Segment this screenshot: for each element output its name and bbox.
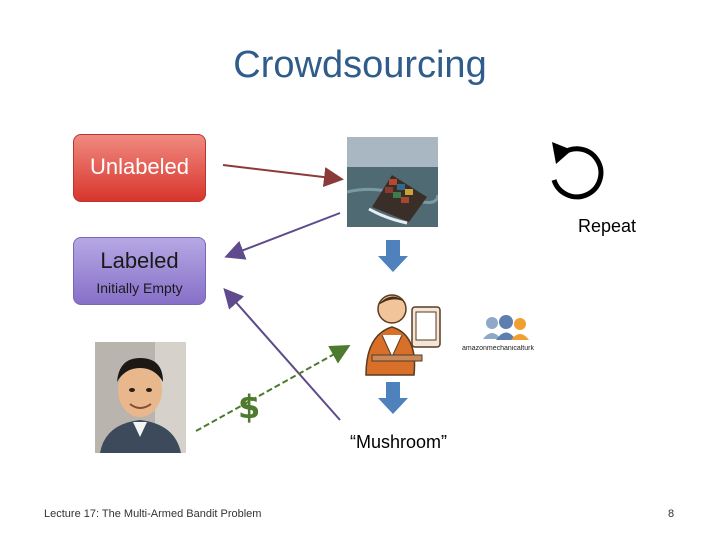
unlabeled-label: Unlabeled: [89, 154, 190, 179]
mturk-logo-text: amazonmechanicalturk: [462, 345, 534, 352]
down-arrow-icon: [378, 382, 408, 414]
labeled-label: Labeled: [100, 248, 179, 273]
arrow-answer-to-labeled: [223, 288, 341, 421]
repeat-label: Repeat: [578, 216, 637, 236]
slide-title: Crowdsourcing: [233, 44, 487, 86]
page-number: 8: [668, 508, 675, 520]
labeled-sublabel: Initially Empty: [96, 280, 183, 296]
arrow-person-to-worker: [195, 345, 351, 432]
worker-clipart: [352, 287, 444, 377]
labeled-box: Labeled Initially Empty: [73, 237, 206, 305]
answer-label: “Mushroom”: [350, 432, 448, 452]
repeat-icon: [542, 136, 612, 206]
person-photo: [95, 342, 186, 453]
down-arrow-icon: [378, 240, 408, 272]
ship-photo: [346, 137, 440, 227]
arrow-unlabeled-to-ship: [222, 164, 344, 188]
mturk-logo: amazonmechanicalturk: [462, 313, 547, 358]
unlabeled-box: Unlabeled: [73, 134, 206, 202]
arrow-ship-to-labeled: [224, 212, 341, 260]
footer-text: Lecture 17: The Multi-Armed Bandit Probl…: [44, 508, 262, 520]
